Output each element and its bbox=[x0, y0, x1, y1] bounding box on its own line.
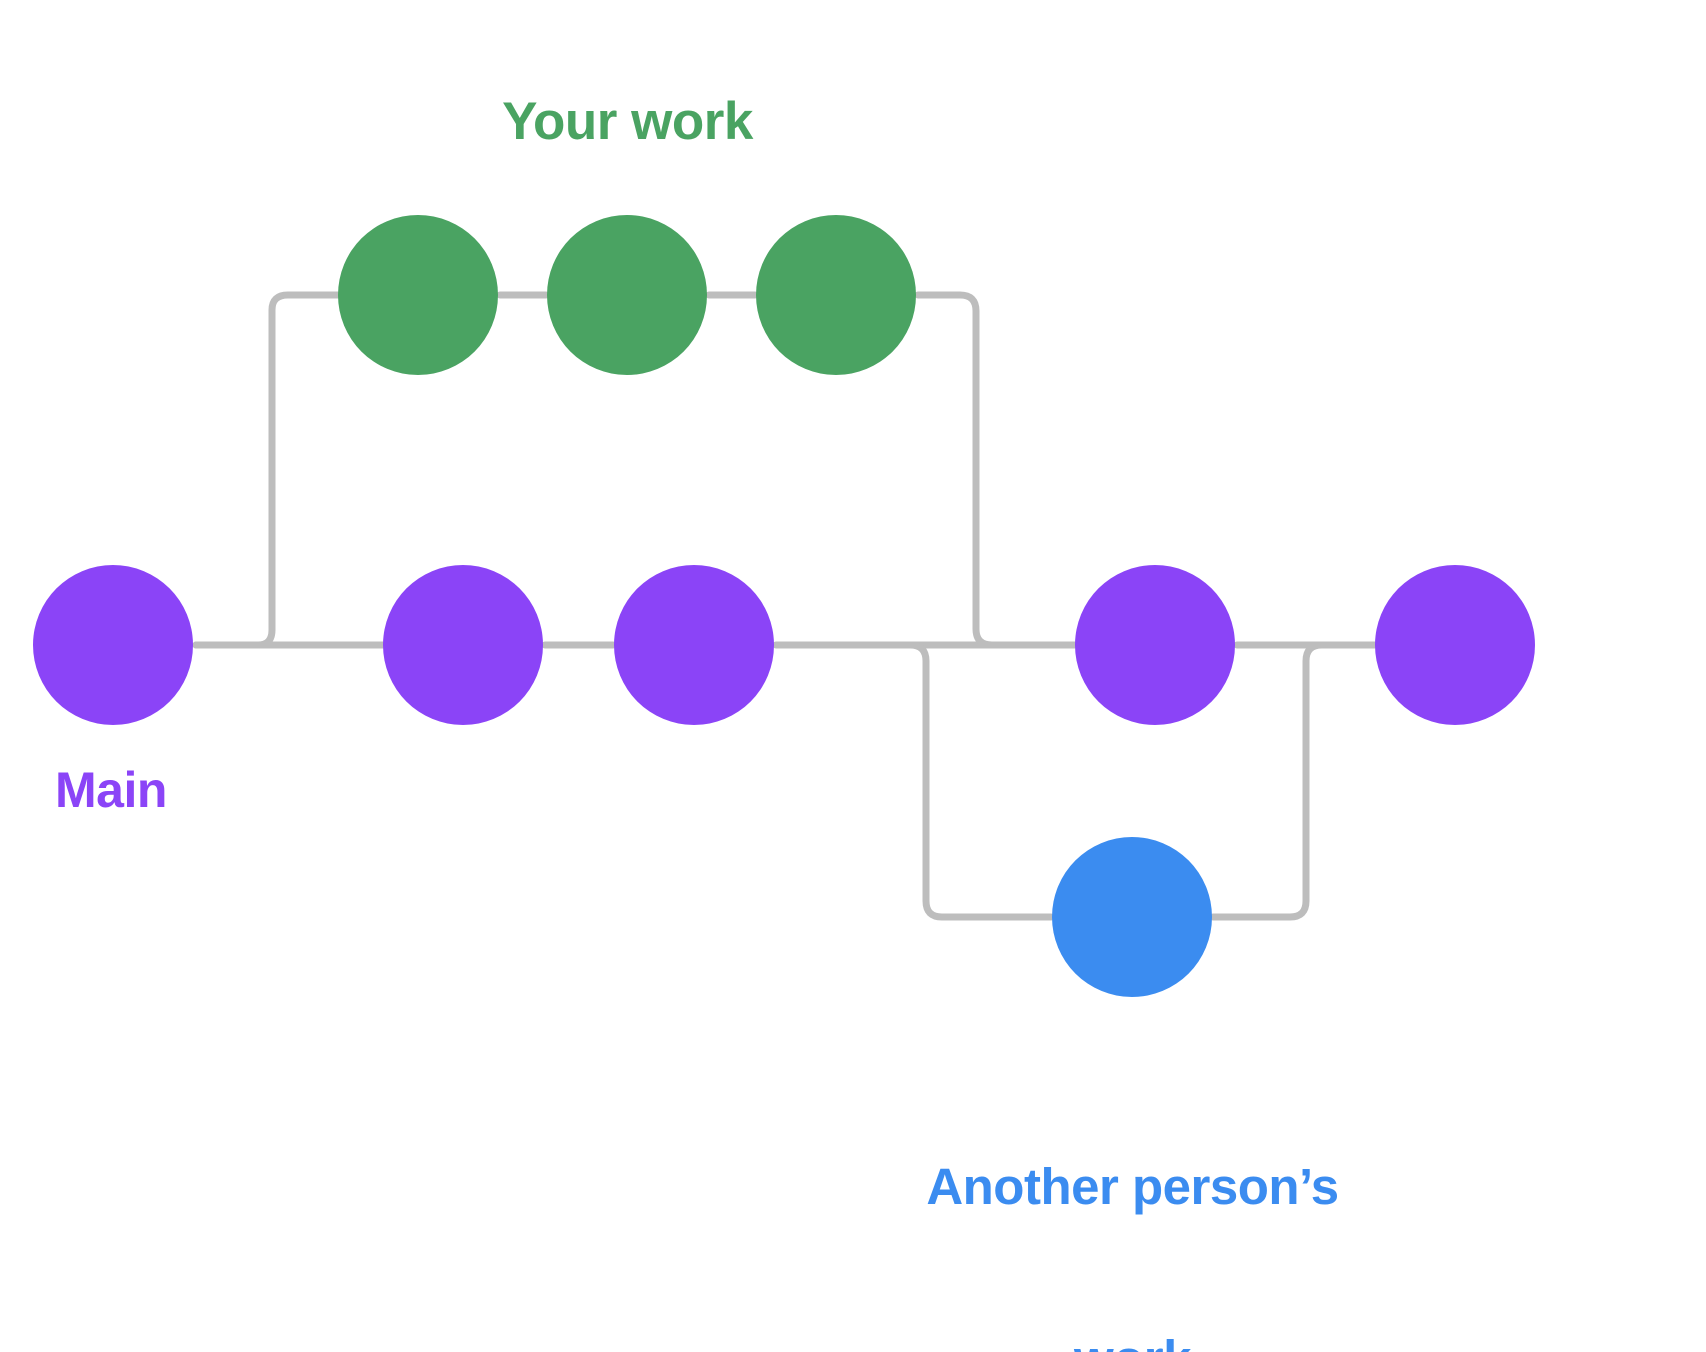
commit-node-main-5[interactable] bbox=[1375, 565, 1535, 725]
commit-node-main-3[interactable] bbox=[614, 565, 774, 725]
commit-node-main-4[interactable] bbox=[1075, 565, 1235, 725]
edge-main3-branch-down-to-blue bbox=[869, 641, 1055, 921]
branch-label-another-person-line1: Another person’s bbox=[926, 1158, 1339, 1216]
main-branch-nodes bbox=[33, 565, 1535, 725]
edge-green3-merge-down-to-main bbox=[914, 291, 1078, 649]
your-work-branch-nodes bbox=[338, 215, 916, 375]
edge-blue-merge-up-to-main5 bbox=[1209, 641, 1378, 921]
commit-node-another-person-1[interactable] bbox=[1052, 837, 1212, 997]
branch-label-another-person-work: Another person’s work bbox=[760, 1044, 1505, 1352]
edge-main1-to-branch-up bbox=[192, 291, 342, 649]
branch-label-your-work: Your work bbox=[502, 92, 753, 151]
commit-node-your-work-3[interactable] bbox=[756, 215, 916, 375]
commit-node-main-2[interactable] bbox=[383, 565, 543, 725]
connector-edges bbox=[192, 291, 1378, 921]
commit-node-main-1[interactable] bbox=[33, 565, 193, 725]
commit-node-your-work-2[interactable] bbox=[547, 215, 707, 375]
another-person-branch-nodes bbox=[1052, 837, 1212, 997]
commit-node-your-work-1[interactable] bbox=[338, 215, 498, 375]
branch-label-main: Main bbox=[55, 762, 167, 818]
branch-label-another-person-line2: work bbox=[760, 1330, 1505, 1352]
